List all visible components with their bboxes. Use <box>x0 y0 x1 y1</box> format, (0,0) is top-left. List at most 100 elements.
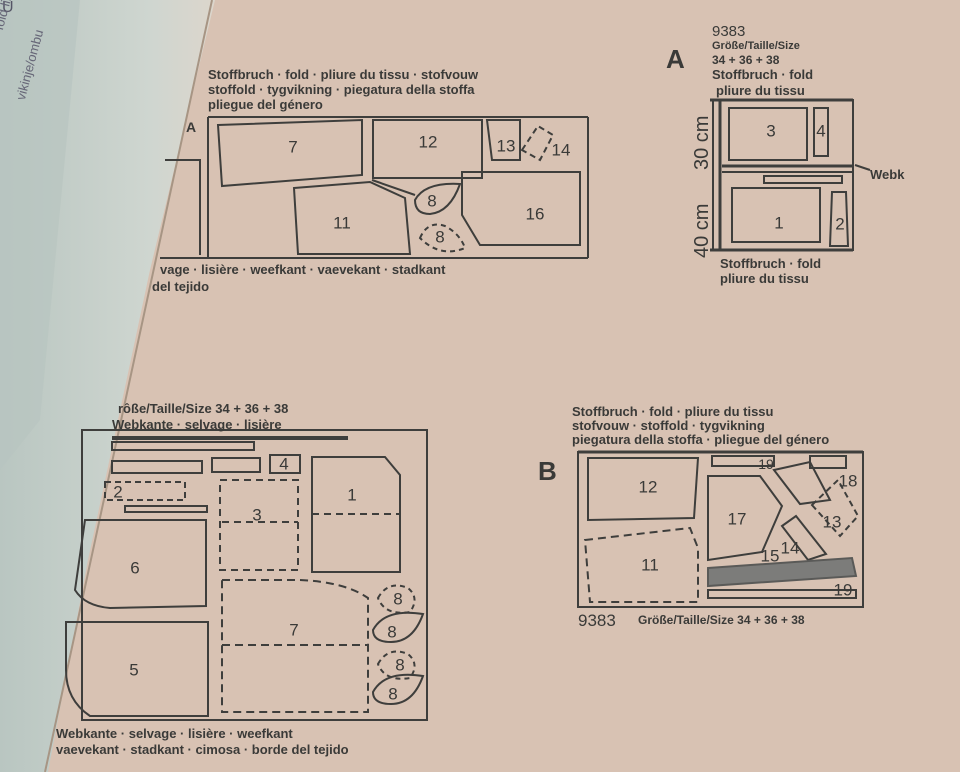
piece-4-label-b: 4 <box>279 454 289 474</box>
piece-7-label-b: 7 <box>289 620 299 640</box>
piece-6-outline <box>73 519 207 610</box>
piece-8-outline-e <box>376 650 416 680</box>
strip-piece-top <box>111 441 255 451</box>
piece-14-outline-b <box>780 514 828 562</box>
sheet-edge-line <box>44 0 213 772</box>
layout-a-bottom-fold-2: pliure du tissu <box>720 271 809 286</box>
piece-18-outline <box>772 460 832 506</box>
layout-b-fold-line-2: stofvouw · stoffold · tygvikning <box>572 418 765 433</box>
piece-19-label-bottom: 19 <box>833 580 853 600</box>
layout-a-size-range: 34 + 36 + 38 <box>712 53 780 67</box>
piece-12-outline <box>372 119 483 179</box>
layout-b-footer-size: Größe/Taille/Size 34 + 36 + 38 <box>638 613 805 627</box>
piece-13-label: 13 <box>496 136 516 156</box>
top-left-selvage-line-1: vage · lisière · weefkant · vaevekant · … <box>160 262 446 277</box>
piece-4-label-a: 4 <box>816 121 826 141</box>
piece-7-outline-b <box>221 579 369 713</box>
layout-a-webk-pointer <box>854 164 871 171</box>
piece-1-label-b: 1 <box>347 485 357 505</box>
piece-6-label: 6 <box>130 558 140 578</box>
piece-18-label: 18 <box>838 471 858 491</box>
piece-8-label-b: 8 <box>435 227 445 247</box>
layout-b-fold-line-3: piegatura della stoffa · pliegue del gén… <box>572 432 830 447</box>
piece-7-label: 7 <box>288 137 298 157</box>
piece-8-outline-a <box>413 182 462 216</box>
piece-13-outline-b <box>810 478 860 538</box>
piece-3-label-a: 3 <box>766 121 776 141</box>
piece-11-label: 11 <box>333 213 351 233</box>
strip-piece-3 <box>211 457 261 473</box>
piece-16-label: 16 <box>525 204 545 224</box>
piece-2-label-a: 2 <box>835 214 845 234</box>
piece-2-outline-b <box>104 481 186 501</box>
piece-8-outline-d <box>371 611 425 644</box>
piece-8-label-f: 8 <box>388 684 398 704</box>
piece-14-label-b: 14 <box>780 538 800 558</box>
piece-7-outline <box>216 118 363 188</box>
layout-a-letter: A <box>666 44 685 74</box>
piece-14-label: 14 <box>551 140 571 160</box>
layout-a-top-fold-2: pliure du tissu <box>716 83 805 98</box>
layout-bottom-left-frame <box>81 429 428 721</box>
piece-19-outline-bottom <box>707 589 857 599</box>
piece-12-outline-b <box>587 457 700 522</box>
piece-19-outline-top <box>711 455 775 467</box>
top-left-fold-line-1: Stoffbruch · fold · pliure du tissu · st… <box>208 67 479 82</box>
piece-8-label-e: 8 <box>395 655 405 675</box>
left-tissue-fold <box>0 0 80 470</box>
piece-5-outline <box>65 621 209 717</box>
piece-8-outline-f <box>371 673 425 706</box>
layout-a-size-label: Größe/Taille/Size <box>712 40 800 52</box>
piece-8-outline-b <box>418 223 467 253</box>
layout-a-strip <box>763 175 843 184</box>
layout-b-shaded-piece <box>707 556 858 588</box>
piece-17-outline <box>707 475 784 562</box>
layout-b-fold-line-1: Stoffbruch · fold · pliure du tissu <box>572 404 774 419</box>
piece-11-outline-b <box>583 526 699 603</box>
piece-14-outline <box>520 124 555 162</box>
piece-18-strip <box>809 455 847 469</box>
piece-link-line <box>371 179 416 196</box>
piece-11-label-b: 11 <box>641 555 659 575</box>
piece-1-label-a: 1 <box>774 213 784 233</box>
piece-8-outline-c <box>376 584 416 614</box>
bottom-left-size-line: rôße/Taille/Size 34 + 36 + 38 <box>118 401 289 416</box>
piece-2-outline-a <box>828 191 850 247</box>
piece-13-label-b: 13 <box>822 512 842 532</box>
top-left-fold-line-2: stoffold · tygvikning · piegatura della … <box>208 82 475 97</box>
top-left-fold-line-3: pliegue del género <box>208 97 323 112</box>
bottom-left-top-edge: Webkante · selvage · lisière <box>112 417 282 432</box>
layout-b-letter: B <box>538 456 557 486</box>
layout-a-dim-upper: 30 cm <box>691 115 713 170</box>
piece-17-label: 17 <box>727 509 747 529</box>
piece-11-outline <box>292 180 412 255</box>
layout-a-bottom-fold-1: Stoffbruch · fold <box>720 256 822 271</box>
layout-a-webk-label: Webk <box>870 167 905 182</box>
partial-piece-left <box>165 159 201 255</box>
piece-8-label-d: 8 <box>387 622 397 642</box>
top-left-selvage-line-2: del tejido <box>152 279 210 294</box>
bottom-left-selvage-line-1: Webkante · selvage · lisière · weefkant <box>56 726 293 741</box>
piece-4-outline-b <box>269 454 301 474</box>
piece-8-label-c: 8 <box>393 589 403 609</box>
piece-8-label-a: 8 <box>427 191 437 211</box>
strip-piece-4 <box>124 505 208 513</box>
piece-4-outline-a <box>813 107 829 157</box>
left-sheet-letter: U <box>2 0 14 16</box>
diagram-lines <box>65 98 871 721</box>
top-left-edge-letter: A <box>186 119 197 135</box>
piece-12-label-b: 12 <box>638 477 658 497</box>
piece-16-outline <box>461 171 581 246</box>
layout-b-footer-number: 9383 <box>578 611 616 630</box>
layout-a-dim-lower: 40 cm <box>691 203 713 258</box>
piece-13-outline <box>485 119 521 161</box>
piece-3-outline-b <box>219 479 299 571</box>
strip-piece-2 <box>111 460 203 474</box>
piece-12-label: 12 <box>418 132 438 152</box>
piece-5-label: 5 <box>129 660 139 680</box>
layout-a-pattern-number: 9383 <box>712 23 746 40</box>
bottom-left-selvage-line-2: vaevekant · stadkant · cimosa · borde de… <box>56 742 349 757</box>
piece-3-outline-a <box>728 107 808 161</box>
